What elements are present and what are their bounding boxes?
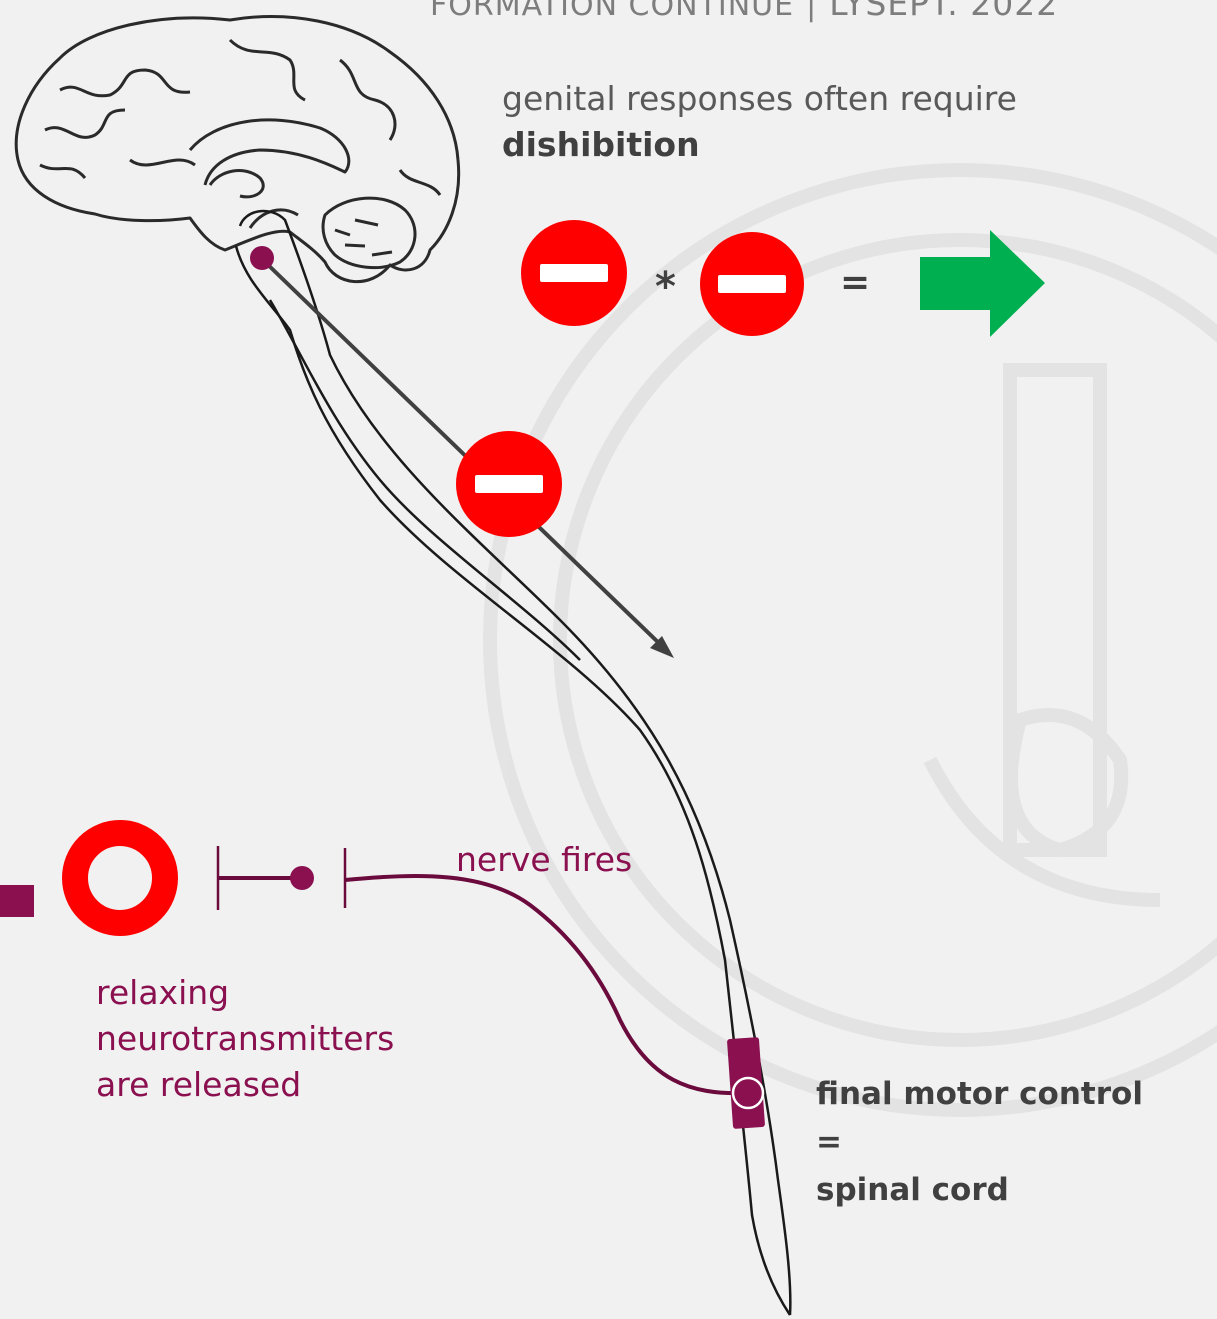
header-date: LYSEPT. 2022 xyxy=(829,0,1059,23)
nerve-fires-label: nerve fires xyxy=(456,840,633,879)
motor-control-label: final motor control = spinal cord xyxy=(816,1070,1143,1214)
no-entry-icon xyxy=(456,431,562,537)
slide-header: FORMATION CONTINUE | LYSEPT. 2022 xyxy=(430,0,1058,23)
green-arrow-icon xyxy=(920,230,1045,337)
motor-neuron-circle xyxy=(731,1076,765,1110)
motor-control-line: final motor control xyxy=(816,1076,1143,1112)
red-ring-icon xyxy=(62,820,178,936)
brainstem-neuron-dot xyxy=(250,246,274,270)
inhibition-pathway-arrow xyxy=(250,246,674,658)
equals-operator: = xyxy=(840,262,871,303)
spinal-cord xyxy=(234,209,792,1316)
disinhibition-line: genital responses often require xyxy=(502,79,1017,118)
neurotransmitter-line: relaxing xyxy=(96,973,230,1012)
neurotransmitter-line: neurotransmitters xyxy=(96,1019,395,1058)
disinhibition-term: dishibition xyxy=(502,125,700,164)
muscle-square xyxy=(0,885,34,917)
header-title: FORMATION CONTINUE xyxy=(430,0,795,23)
nerve-terminal-dot xyxy=(290,866,314,890)
peripheral-nerve xyxy=(216,846,746,1096)
neurotransmitter-label: relaxing neurotransmitters are released xyxy=(96,970,394,1108)
no-entry-icon xyxy=(700,232,804,336)
spinal-cord-line: spinal cord xyxy=(816,1172,1009,1208)
motor-control-equals: = xyxy=(816,1124,842,1160)
header-separator: | xyxy=(806,0,818,23)
neurotransmitter-line: are released xyxy=(96,1065,302,1104)
multiply-operator: * xyxy=(655,264,676,310)
no-entry-icon xyxy=(521,220,627,326)
brain-outline-icon xyxy=(14,15,461,283)
disinhibition-note: genital responses often require dishibit… xyxy=(502,76,1017,168)
